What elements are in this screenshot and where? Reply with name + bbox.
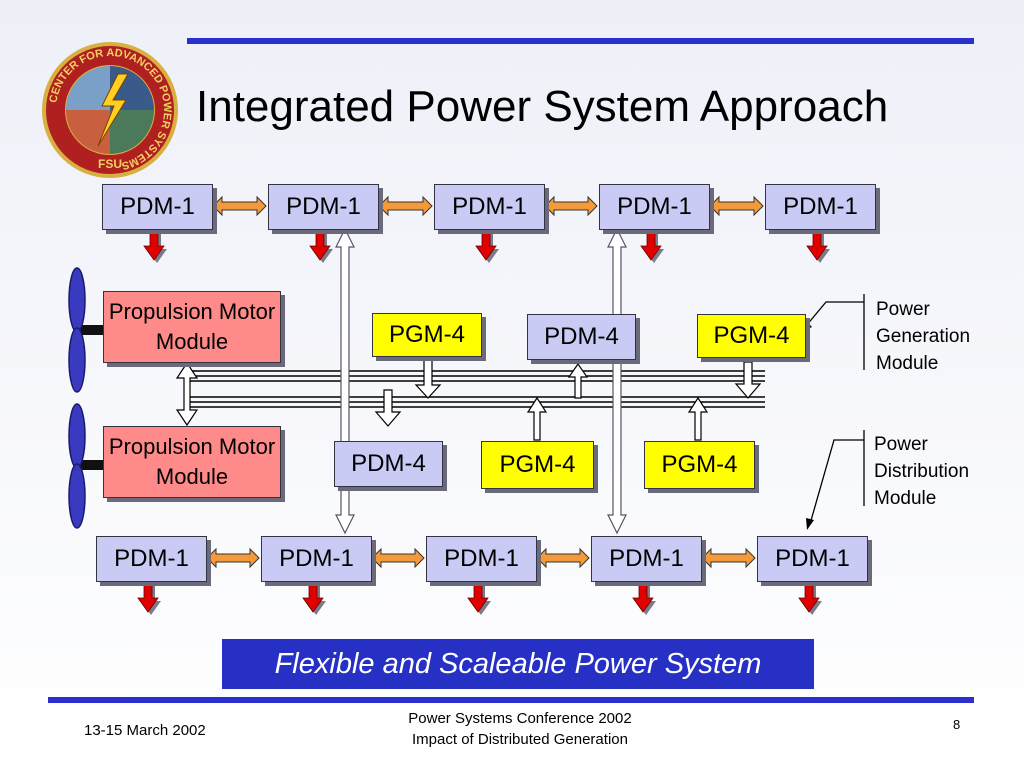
pgm-label: PGM-4 xyxy=(661,451,738,478)
pdm-label: PDM-1 xyxy=(617,193,692,220)
pdm-1-top-4: PDM-1 xyxy=(599,184,710,230)
page-number: 8 xyxy=(953,717,961,732)
pdm-1-top-1: PDM-1 xyxy=(102,184,213,230)
load-arrow-icon xyxy=(798,579,820,613)
link-arrow-icon xyxy=(709,195,764,217)
footer-conference: Power Systems Conference 2002 xyxy=(408,710,632,727)
load-arrow-icon xyxy=(640,227,662,261)
pgm-4-lower-right: PGM-4 xyxy=(644,441,755,489)
logo-seal-icon: CENTER FOR ADVANCED POWER SYSTEMS FSU xyxy=(42,42,178,178)
footer-date: 13-15 March 2002 xyxy=(84,722,206,739)
pdm-1-top-2: PDM-1 xyxy=(268,184,379,230)
callout-power-distribution: Power Distribution Module xyxy=(874,434,970,509)
load-arrow-icon xyxy=(137,579,159,613)
propulsion-label: Propulsion Motor Module xyxy=(108,434,276,489)
pdm-1-bottom-4: PDM-1 xyxy=(591,536,702,582)
pdm-label: PDM-1 xyxy=(444,545,519,572)
pdm-1-bottom-3: PDM-1 xyxy=(426,536,537,582)
load-arrow-icon xyxy=(143,227,165,261)
pdm-label: PDM-4 xyxy=(544,323,619,350)
callout-power-generation: Power Generation Module xyxy=(876,299,971,374)
bus-lines xyxy=(190,370,765,408)
vertical-feeders xyxy=(335,227,627,535)
slide-title: Integrated Power System Approach xyxy=(196,82,889,131)
propeller-icon-2 xyxy=(68,403,105,529)
link-arrow-icon xyxy=(212,195,267,217)
pgm-label: PGM-4 xyxy=(713,322,790,349)
link-arrow-icon xyxy=(536,547,590,569)
pgm-label: PGM-4 xyxy=(499,451,576,478)
load-arrow-icon xyxy=(806,227,828,261)
pdm-label: PDM-1 xyxy=(286,193,361,220)
link-arrow-icon xyxy=(206,547,260,569)
pdm-label: PDM-1 xyxy=(279,545,354,572)
pdm-1-bottom-1: PDM-1 xyxy=(96,536,207,582)
callouts xyxy=(805,294,865,525)
pdm-1-bottom-5: PDM-1 xyxy=(757,536,868,582)
callout-arrowhead xyxy=(806,518,814,530)
load-arrow-icon xyxy=(475,227,497,261)
pgm-label: PGM-4 xyxy=(388,321,465,348)
pdm-label: PDM-1 xyxy=(120,193,195,220)
top-rule xyxy=(187,38,974,44)
link-arrow-icon xyxy=(701,547,756,569)
load-arrow-icon xyxy=(309,227,331,261)
load-arrow-icon xyxy=(302,579,324,613)
pdm-label: PDM-1 xyxy=(783,193,858,220)
link-arrow-icon xyxy=(544,195,598,217)
bus-taps xyxy=(374,357,762,441)
propulsion-motor-module-1: Propulsion Motor Module xyxy=(103,291,281,363)
load-arrow-icon xyxy=(632,579,654,613)
pdm-label: PDM-4 xyxy=(351,450,426,477)
propeller-icon-1 xyxy=(68,267,105,393)
propulsion-bus-connectors xyxy=(175,361,199,427)
link-arrow-icon xyxy=(371,547,425,569)
banner: Flexible and Scaleable Power System xyxy=(222,639,814,689)
bottom-rule xyxy=(48,697,974,703)
load-arrow-icon xyxy=(467,579,489,613)
pdm-1-top-3: PDM-1 xyxy=(434,184,545,230)
pdm-label: PDM-1 xyxy=(775,545,850,572)
propulsion-motor-module-2: Propulsion Motor Module xyxy=(103,426,281,498)
pdm-label: PDM-1 xyxy=(114,545,189,572)
footer-center: Power Systems Conference 2002 Impact of … xyxy=(380,708,660,750)
pdm-4-upper: PDM-4 xyxy=(527,314,636,360)
svg-text:FSU: FSU xyxy=(98,157,122,171)
pdm-1-bottom-2: PDM-1 xyxy=(261,536,372,582)
pgm-4-lower-mid: PGM-4 xyxy=(481,441,594,489)
footer-topic: Impact of Distributed Generation xyxy=(412,731,628,748)
propulsion-label: Propulsion Motor Module xyxy=(108,299,276,354)
pgm-4-upper-left: PGM-4 xyxy=(372,313,482,357)
pdm-1-top-5: PDM-1 xyxy=(765,184,876,230)
pdm-4-lower: PDM-4 xyxy=(334,441,443,487)
pdm-label: PDM-1 xyxy=(452,193,527,220)
link-arrow-icon xyxy=(378,195,433,217)
pgm-4-upper-right: PGM-4 xyxy=(697,314,806,358)
pdm-label: PDM-1 xyxy=(609,545,684,572)
